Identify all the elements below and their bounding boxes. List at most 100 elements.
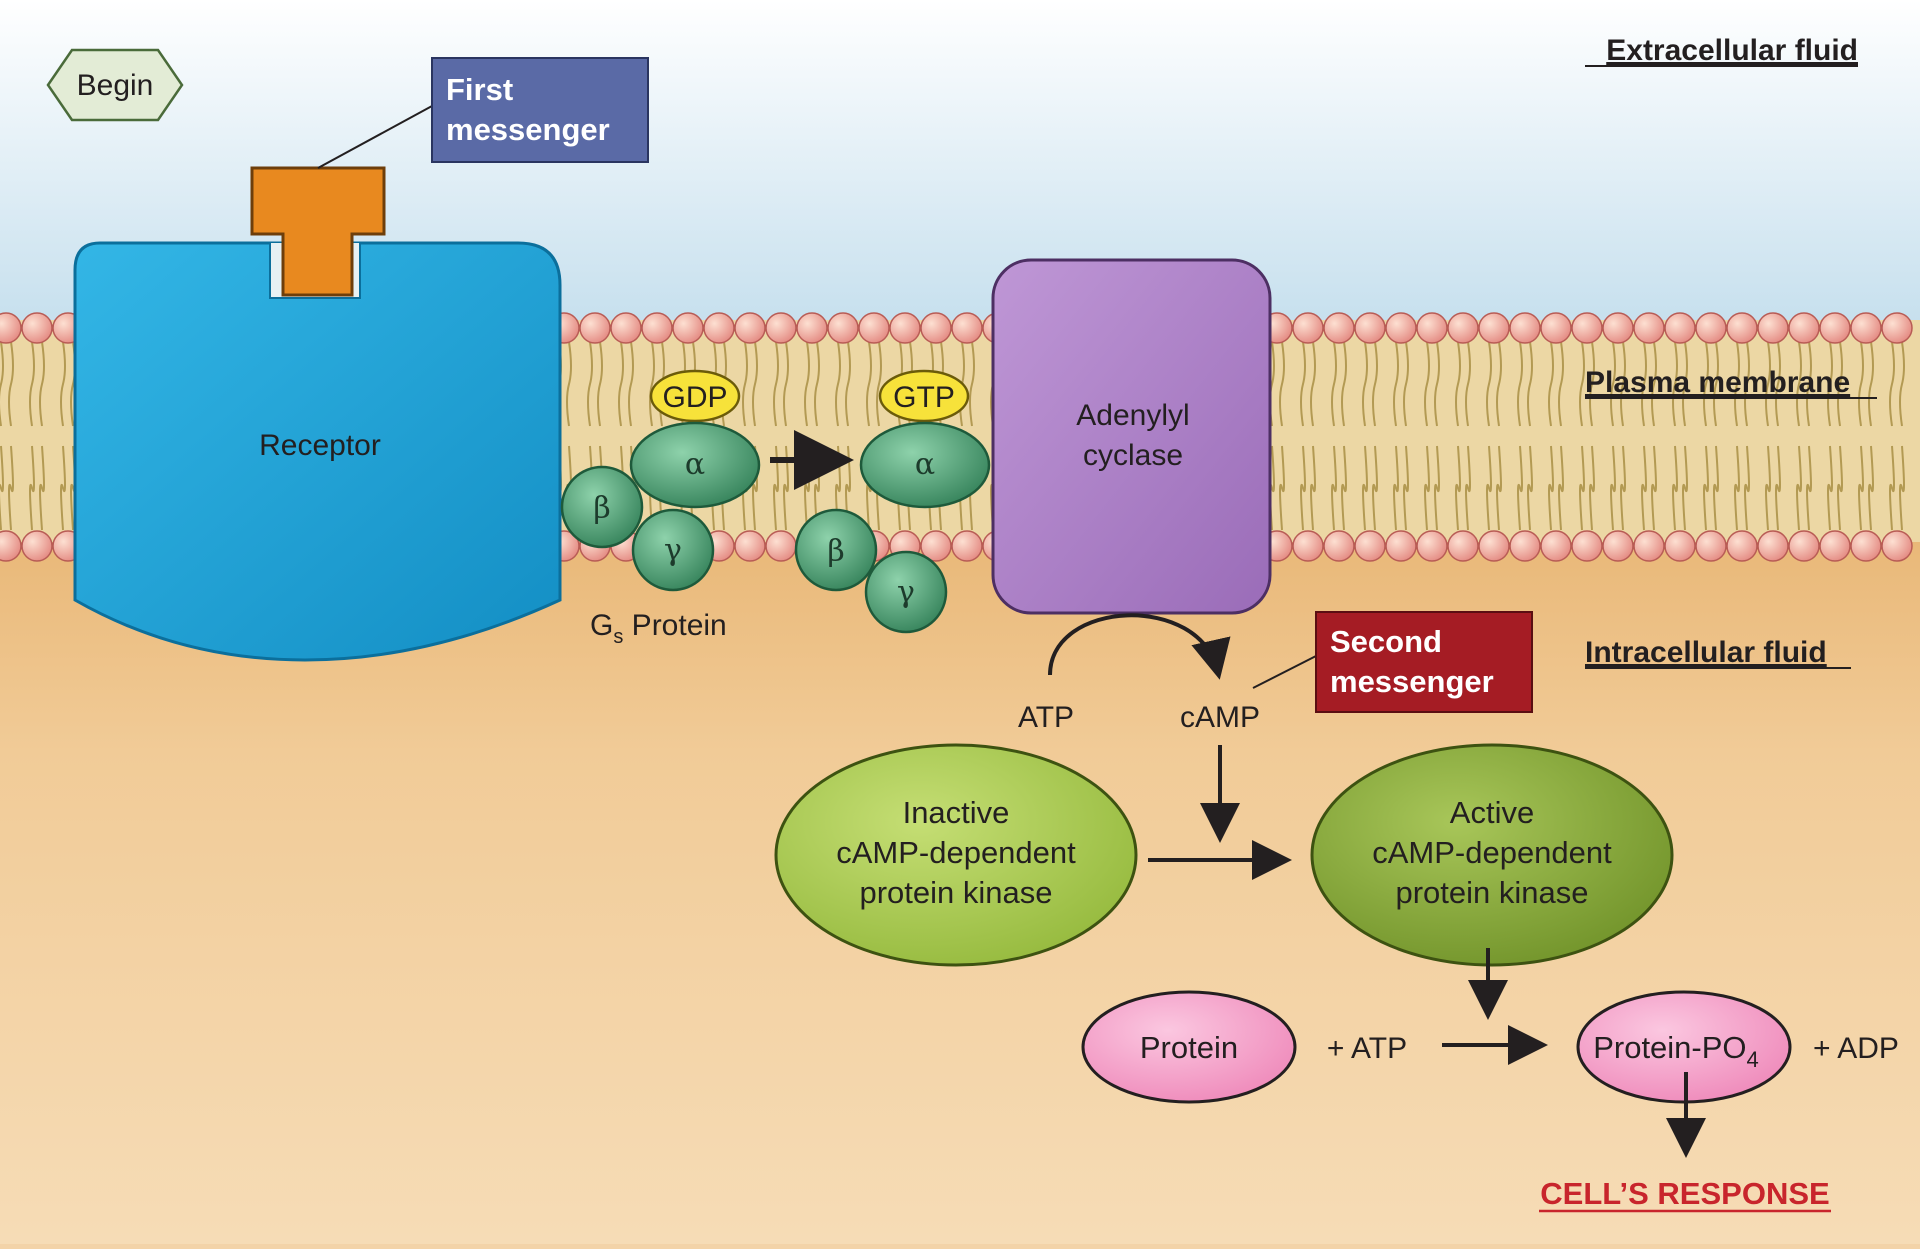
first-messenger-line2: messenger: [446, 112, 610, 147]
phospholipid-head: [1385, 530, 1417, 562]
phospholipid-head: [1819, 530, 1851, 562]
phospholipid-head: [734, 530, 766, 562]
phospholipid-head: [951, 312, 983, 344]
alpha-subunit: [629, 421, 761, 509]
phospholipid-head: [1695, 312, 1727, 344]
receptor-label: Receptor: [259, 429, 381, 462]
phospholipid-head: [1850, 530, 1882, 562]
inactive-kinase-line1: Inactive: [903, 795, 1010, 830]
phospholipid-head: [1292, 312, 1324, 344]
phospholipid-head: [1571, 312, 1603, 344]
phospholipid-head: [1416, 530, 1448, 562]
phospholipid-head: [796, 312, 828, 344]
phospholipid-head: [0, 530, 22, 562]
first-messenger-leader-line: [317, 105, 433, 169]
phospholipid-head: [765, 312, 797, 344]
phospholipid-head: [1726, 312, 1758, 344]
phospholipid-head: [641, 312, 673, 344]
phospholipid-head: [889, 312, 921, 344]
gamma-subunit-active: [864, 550, 948, 634]
phospholipid-head: [1881, 530, 1913, 562]
phospholipid-head: [827, 312, 859, 344]
phospholipid-head: [1447, 312, 1479, 344]
plus-atp-label: + ATP: [1327, 1032, 1407, 1065]
inactive-kinase: Inactive cAMP-dependent protein kinase: [774, 743, 1138, 967]
gamma-label: γ: [664, 533, 682, 568]
first-messenger-line1: First: [446, 72, 513, 107]
phospholipid-head: [1416, 312, 1448, 344]
phospholipid-head: [21, 312, 53, 344]
phospholipid-head: [1540, 530, 1572, 562]
active-kinase: Active cAMP-dependent protein kinase: [1310, 743, 1674, 967]
inactive-kinase-line2: cAMP-dependent: [836, 835, 1076, 870]
phospholipid-head: [1571, 530, 1603, 562]
first-messenger-ligand: [250, 166, 386, 297]
second-messenger-leader-line: [1252, 655, 1317, 689]
gamma-label-active: γ: [897, 575, 915, 610]
phospholipid-head: [1850, 312, 1882, 344]
g-protein-active: GTP α β γ: [794, 369, 991, 634]
begin-button[interactable]: Begin: [46, 48, 184, 122]
active-kinase-line3: protein kinase: [1395, 875, 1588, 910]
phospholipid-head: [1664, 530, 1696, 562]
beta-label-active: β: [827, 534, 844, 569]
phospholipid-head: [703, 312, 735, 344]
first-messenger-box: First messenger: [431, 57, 649, 163]
phospholipid-head: [672, 312, 704, 344]
camp-label: cAMP: [1180, 701, 1260, 734]
phospholipid-head: [21, 530, 53, 562]
phospholipid-head: [610, 312, 642, 344]
second-messenger-line1: Second: [1330, 624, 1442, 659]
phospholipid-head: [858, 312, 890, 344]
phospholipid-head: [1540, 312, 1572, 344]
adenylyl-cyclase-line2: cyclase: [1083, 439, 1183, 472]
phospholipid-head: [1602, 312, 1634, 344]
phospholipid-head: [1354, 530, 1386, 562]
beta-subunit-active: [794, 508, 878, 592]
plus-adp-label: + ADP: [1813, 1032, 1899, 1065]
beta-label: β: [593, 491, 610, 526]
gs-protein-label: Gs Protein: [590, 609, 727, 648]
phospholipid-head: [1478, 312, 1510, 344]
phospholipid-head: [1323, 312, 1355, 344]
cells-response-label: CELL’S RESPONSE: [1540, 1176, 1829, 1211]
second-messenger-line2: messenger: [1330, 664, 1494, 699]
phospholipid-head: [1757, 530, 1789, 562]
second-messenger-box: Second messenger: [1315, 611, 1533, 713]
alpha-subunit-active: [859, 421, 991, 509]
phospholipid-head: [1447, 530, 1479, 562]
phospholipid-head: [1478, 530, 1510, 562]
intracellular-label: Intracellular fluid: [1585, 636, 1827, 669]
phospholipid-head: [1726, 530, 1758, 562]
phospholipid-head: [920, 312, 952, 344]
active-kinase-line2: cAMP-dependent: [1372, 835, 1612, 870]
g-protein-inactive: GDP α β γ: [560, 369, 761, 592]
phospholipid-head: [1819, 312, 1851, 344]
phospholipid-head: [1509, 312, 1541, 344]
phospholipid-head: [1633, 530, 1665, 562]
phospholipid-head: [579, 312, 611, 344]
gdp-molecule: [649, 369, 741, 423]
phospholipid-head: [1602, 530, 1634, 562]
active-kinase-line1: Active: [1450, 795, 1534, 830]
protein-label: Protein: [1140, 1030, 1238, 1065]
phospholipid-head: [1664, 312, 1696, 344]
phospholipid-head: [1633, 312, 1665, 344]
inactive-kinase-line3: protein kinase: [859, 875, 1052, 910]
gamma-subunit: [631, 508, 715, 592]
phospholipid-head: [1788, 530, 1820, 562]
gdp-label: GDP: [662, 381, 727, 414]
gtp-molecule: [878, 369, 970, 423]
alpha-label-active: α: [915, 447, 935, 482]
phospholipid-head: [1354, 312, 1386, 344]
adenylyl-cyclase: Adenylyl cyclase: [991, 258, 1272, 615]
phospholipid-head: [1757, 312, 1789, 344]
phospholipid-head: [1292, 530, 1324, 562]
alpha-label: α: [685, 447, 705, 482]
phospholipid-head: [920, 530, 952, 562]
phospholipid-head: [1385, 312, 1417, 344]
receptor: Receptor: [73, 241, 562, 662]
begin-label: Begin: [77, 69, 154, 102]
phospholipid-head: [1323, 530, 1355, 562]
